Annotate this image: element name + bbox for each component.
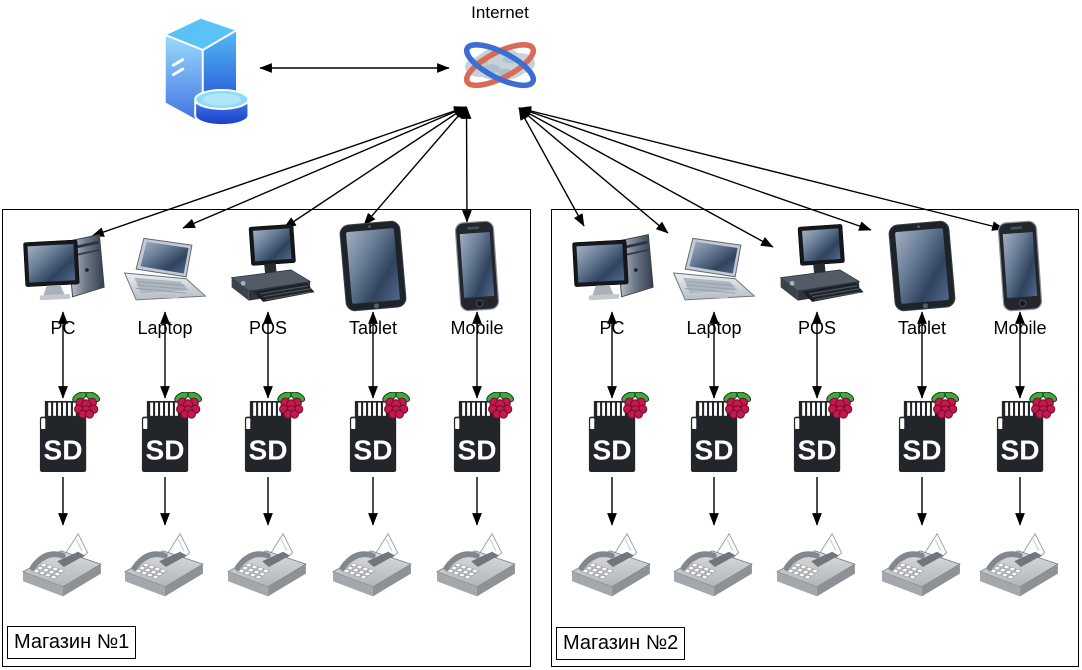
receipt-printer-icon (222, 528, 310, 604)
device-label: Laptop (137, 318, 193, 338)
pc-icon (15, 226, 111, 314)
arrows-internet-store1 (91, 106, 472, 237)
device-label: Tablet (897, 318, 947, 338)
sd-card-icon (987, 392, 1063, 476)
device-label: POS (248, 318, 287, 338)
receipt-printer-icon (668, 528, 756, 604)
arrows-internet-store2 (518, 106, 1005, 248)
pos-icon (220, 224, 316, 314)
sd-card-icon (235, 392, 311, 476)
device-label: Laptop (686, 318, 742, 338)
internet-label: Internet (471, 3, 529, 22)
sd-card-icon (444, 392, 520, 476)
arrows-sd-printers (58, 477, 1025, 526)
server-database-icon (142, 6, 256, 132)
store2-name: Магазин №2 (556, 627, 686, 660)
device-label: Mobile (450, 318, 504, 338)
device-label: Mobile (993, 318, 1047, 338)
receipt-printer-icon (17, 528, 105, 604)
laptop-icon (115, 236, 215, 310)
mobile-icon (449, 220, 505, 312)
mobile-icon (992, 220, 1048, 312)
receipt-printer-icon (327, 528, 415, 604)
device-label: PC (50, 318, 76, 338)
sd-card-icon (30, 392, 106, 476)
tablet-icon (883, 220, 961, 312)
pos-icon (769, 224, 865, 314)
receipt-printer-icon (771, 528, 859, 604)
pc-icon (564, 226, 660, 314)
device-label: Tablet (348, 318, 398, 338)
receipt-printer-icon (974, 528, 1062, 604)
store1-name: Магазин №1 (7, 626, 137, 659)
internet-globe-icon (454, 24, 546, 108)
sd-card-icon (579, 392, 655, 476)
device-label: POS (797, 318, 836, 338)
laptop-icon (664, 236, 764, 310)
receipt-printer-icon (431, 528, 519, 604)
receipt-printer-icon (876, 528, 964, 604)
device-label: PC (599, 318, 625, 338)
sd-card-icon (784, 392, 860, 476)
sd-card-icon (681, 392, 757, 476)
sd-card-icon (340, 392, 416, 476)
arrows-devices-sd (58, 311, 1025, 399)
sd-card-icon (889, 392, 965, 476)
tablet-icon (334, 220, 412, 312)
receipt-printer-icon (566, 528, 654, 604)
sd-card-icon (132, 392, 208, 476)
receipt-printer-icon (119, 528, 207, 604)
